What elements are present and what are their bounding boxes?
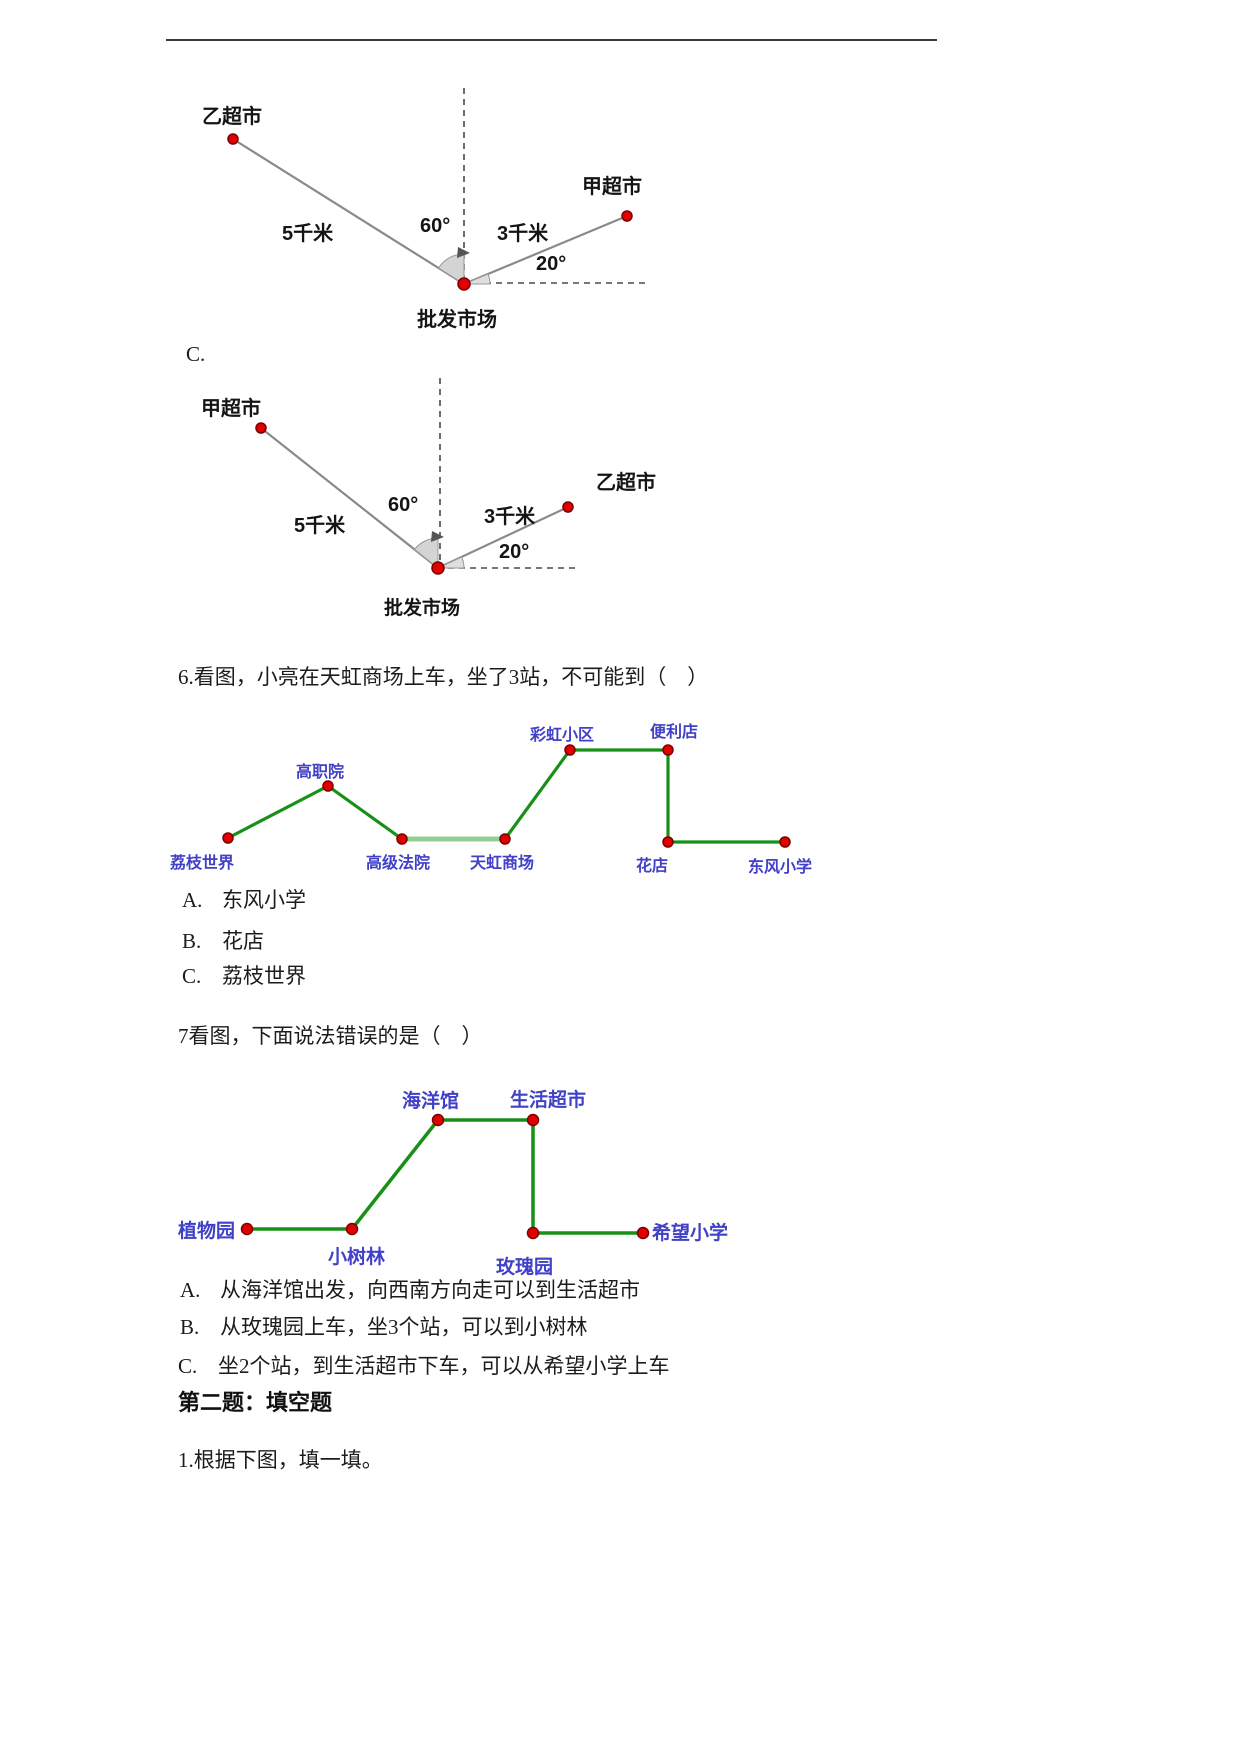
station-label: 甲超市 (582, 176, 642, 198)
station-label: 植物园 (178, 1221, 236, 1242)
choice-letter: B. (182, 929, 202, 953)
station-label: 天虹商场 (470, 855, 535, 872)
distance-label: 5千米 (294, 515, 346, 537)
station-label: 花店 (636, 858, 669, 875)
choice-text: 花店 (222, 929, 264, 953)
station-label: 小树林 (328, 1247, 386, 1268)
angle-60-wedge (413, 537, 439, 570)
station-label: 生活超市 (510, 1090, 587, 1111)
station-label: 甲超市 (201, 398, 261, 420)
station-label: 高级法院 (366, 855, 431, 872)
station-dot (621, 210, 633, 222)
distance-label: 5千米 (282, 223, 334, 245)
station-dot (526, 1226, 540, 1240)
choice-text: 荔枝世界 (222, 964, 306, 988)
angle-label: 20° (536, 253, 567, 275)
choice-text: 从玫瑰园上车，坐3个站，可以到小树林 (220, 1315, 588, 1339)
angle-60-wedge (437, 253, 465, 285)
station-dot (564, 744, 576, 756)
angle-arrow-icon (431, 531, 444, 542)
station-dot (396, 833, 408, 845)
choice-letter: A. (180, 1278, 201, 1302)
market-label: 批发市场 (417, 309, 497, 331)
station-dot (662, 836, 674, 848)
station-dot (779, 836, 791, 848)
station-dot (562, 501, 574, 513)
station-label: 海洋馆 (402, 1091, 460, 1112)
station-dot (499, 833, 511, 845)
station-dot (636, 1226, 650, 1240)
choice-text: 坐2个站，到生活超市下车，可以从希望小学上车 (218, 1354, 670, 1378)
station-dot (322, 780, 334, 792)
station-dot (255, 422, 267, 434)
distance-label: 3千米 (484, 506, 536, 528)
q6-choice-b: B. 花店 (182, 925, 264, 955)
station-label: 便利店 (650, 724, 699, 741)
station-label: 乙超市 (202, 106, 262, 128)
angle-20-wedge (437, 556, 465, 569)
q7-choice-b: B. 从玫瑰园上车，坐3个站，可以到小树林 (180, 1311, 588, 1341)
choice-letter: A. (182, 888, 203, 912)
station-label: 荔枝世界 (170, 855, 235, 872)
line-to-supermarket-left (232, 138, 465, 285)
fill-question-1-text: 1.根据下图，填一填。 (178, 1448, 383, 1472)
station-label: 乙超市 (596, 472, 656, 494)
station-dot (222, 832, 234, 844)
question-7-text: 7看图，下面说法错误的是（ ） (178, 1024, 483, 1048)
station-label: 高职院 (296, 764, 345, 781)
top-divider-line (166, 39, 937, 41)
choice-letter: C. (178, 1354, 198, 1378)
station-dot (227, 133, 239, 145)
distance-label: 3千米 (497, 223, 549, 245)
route-segment (227, 784, 329, 840)
station-dot (345, 1222, 359, 1236)
choice-text: 从海洋馆出发，向西南方向走可以到生活超市 (220, 1278, 640, 1302)
station-label: 玫瑰园 (496, 1257, 554, 1278)
question-6-text: 6.看图，小亮在天虹商场上车，坐了3站，不可能到（ ） (178, 665, 709, 689)
angle-label: 60° (388, 494, 419, 516)
angle-20-wedge (463, 273, 491, 285)
market-dot (457, 277, 471, 291)
station-label: 彩虹小区 (530, 727, 595, 744)
market-label: 批发市场 (384, 598, 461, 619)
market-dot (431, 561, 445, 575)
q7-choice-a: A. 从海洋馆出发，向西南方向走可以到生活超市 (180, 1274, 640, 1304)
route-segment (350, 1118, 440, 1231)
choice-letter: C. (182, 964, 202, 988)
route-segment (503, 749, 572, 840)
station-dot (431, 1113, 445, 1127)
angle-arrow-icon (457, 247, 470, 258)
q6-choice-a: A. 东风小学 (182, 884, 306, 914)
station-dot (526, 1113, 540, 1127)
station-label: 希望小学 (652, 1223, 729, 1244)
choice-text: 东风小学 (222, 888, 306, 912)
q6-choice-c: C. 荔枝世界 (182, 960, 306, 990)
q7-bus-route (240, 1113, 650, 1240)
option-c-letter: C. (186, 342, 206, 366)
station-dot (662, 744, 674, 756)
q7-choice-c: C. 坐2个站，到生活超市下车，可以从希望小学上车 (178, 1350, 670, 1380)
station-dot (240, 1222, 254, 1236)
station-label: 东风小学 (748, 859, 813, 876)
angle-label: 60° (420, 215, 451, 237)
section-2-heading: 第二题：填空题 (178, 1390, 333, 1415)
choice-letter: B. (180, 1315, 200, 1339)
compass-diagram-c (255, 378, 580, 575)
angle-label: 20° (499, 541, 530, 563)
route-segment (327, 784, 403, 841)
